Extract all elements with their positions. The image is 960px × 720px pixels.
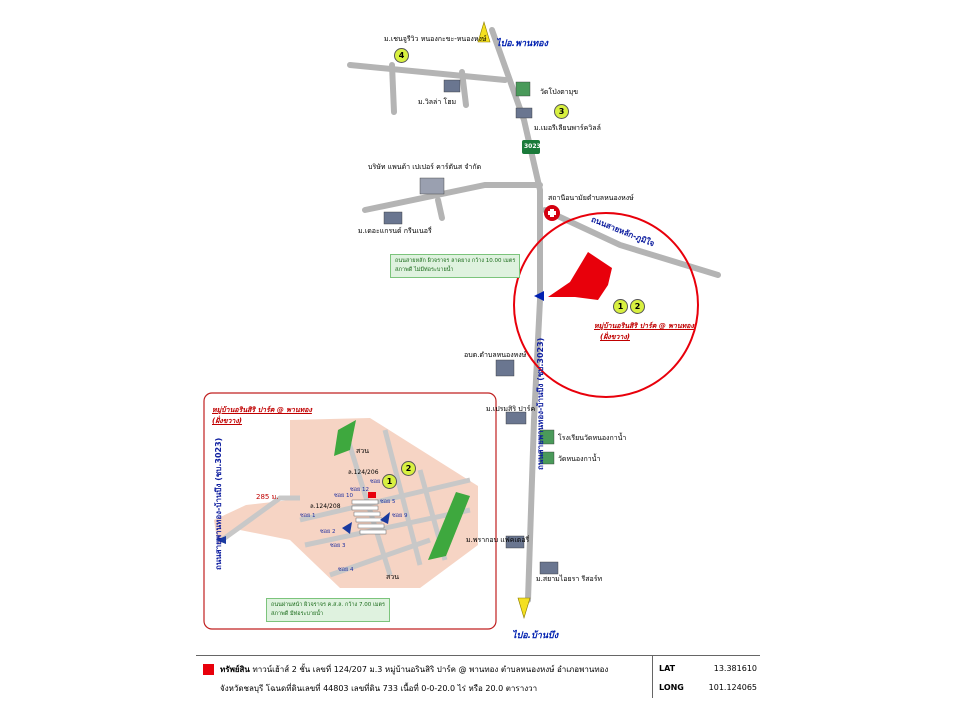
route-shield — [522, 140, 540, 154]
house-icons — [383, 79, 559, 575]
inset-zone: (ฝั่งขวาง) — [212, 417, 242, 425]
hospital-icon — [544, 205, 560, 221]
road-panda — [362, 182, 543, 213]
road-note-upper-line2: สภาพดี ไม่มีท่อระบายน้ำ — [395, 267, 454, 273]
road-chanuri — [389, 62, 397, 115]
road-note-upper: ถนนสายหลัก ผิวจราจร ลาดยาง กว้าง 10.00 เ… — [390, 254, 521, 278]
house-icon — [443, 79, 461, 93]
inset-badge-2: 2 — [401, 461, 416, 476]
road-greenery — [435, 197, 445, 221]
project-plot — [548, 252, 612, 300]
place-school: โรงเรียนวัดหนองกาน้ำ — [558, 434, 627, 442]
house-icon — [505, 411, 527, 425]
badge-4: 4 — [394, 48, 409, 63]
arrow-up-icon — [477, 20, 491, 43]
place-prem-sir-park: ม.เปรมสิริ ปาร์ค — [486, 405, 536, 413]
inset-arrows — [216, 512, 390, 544]
inset-soi-5: ซอย 5 — [380, 499, 396, 505]
lat-value: 13.381610 — [713, 664, 757, 673]
inset-road-note-line2: สภาพดี มีท่อระบายน้ำ — [271, 611, 324, 617]
direction-bottom: ไปอ.บ้านบึง — [512, 631, 559, 641]
inset-soi-11: ซอย 11 — [370, 479, 390, 485]
house-icon — [515, 107, 533, 119]
inset-soi-4: ซอย 4 — [338, 567, 354, 573]
road-network — [347, 27, 721, 603]
place-health-station: สถานีอนามัยตำบลหนองหงษ์ — [548, 194, 634, 202]
inset-soi-10: ซอย 10 — [334, 493, 354, 499]
inset-park-1 — [334, 420, 356, 456]
inset-road-label: ถนนสายพานทอง-บ้านบึง (ชบ.3023) — [214, 437, 223, 570]
footer-line1: ทรัพย์สิน ทาวน์เฮ้าส์ 2 ชั้น เลขที่ 124/… — [220, 663, 608, 676]
project-name: หมู่บ้านอรินสิริ ปาร์ค @ พานทอง — [594, 322, 694, 330]
house-icon — [495, 359, 515, 377]
lat-label: LAT — [659, 664, 676, 673]
long-value: 101.124065 — [708, 683, 757, 692]
place-chanuri-view: ม.เชนจูรีวิว หนองกะขะ-หนองหงษ์ — [384, 35, 487, 43]
road-villa — [459, 69, 469, 108]
highlight-circle — [513, 212, 699, 398]
inset-subject-unit — [368, 492, 376, 498]
road-top-left — [347, 62, 508, 83]
road-side — [542, 207, 721, 278]
place-grand-greenery: ม.เดอะแกรนด์ กรีนเนอรี่ — [358, 227, 432, 235]
place-pracha-factory: ม.พรากอบ แฟคเตอรี่ — [466, 536, 530, 544]
main-road-label: ถนนสายพานทอง-บ้านบึง (ชบ.3023) — [536, 337, 545, 470]
inset-badge-1: 1 — [382, 474, 397, 489]
inset-soi-12: ซอย 12 — [350, 487, 370, 493]
footer-line1-text: ทาวน์เฮ้าส์ 2 ชั้น เลขที่ 124/207 ม.3 หม… — [252, 665, 609, 674]
property-footer: ทรัพย์สิน ทาวน์เฮ้าส์ 2 ชั้น เลขที่ 124/… — [196, 655, 760, 698]
inset-title: หมู่บ้านอรินสิริ ปาร์ค @ พานทอง — [212, 406, 312, 414]
house-icon — [383, 211, 403, 225]
arrow-down-icon — [517, 597, 531, 620]
main-road-3023 — [489, 27, 543, 603]
inset-units — [351, 499, 387, 535]
inset-lot-1: ล.124/206 — [348, 469, 379, 476]
badge-2: 2 — [630, 299, 645, 314]
house-icon — [505, 535, 525, 549]
long-label: LONG — [659, 683, 684, 692]
place-obt: อบต.ตำบลหนองหงษ์ — [464, 351, 527, 359]
place-maori-park: ม.เมอรีเลียนพาร์ควิลล์ — [534, 124, 601, 132]
inset-soi-2: ซอย 2 — [320, 529, 336, 535]
inset-park-2 — [428, 492, 470, 560]
legend-marker — [203, 664, 214, 675]
coordinates-box: LAT 13.381610 LONG 101.124065 — [652, 656, 761, 698]
place-panda-company: บริษัท แพนด้า เปเปอร์ คาร์ตันส จำกัด — [368, 163, 482, 171]
badge-1: 1 — [613, 299, 628, 314]
house-icon — [515, 81, 531, 97]
footer-label: ทรัพย์สิน — [220, 665, 250, 674]
inset-road-note-line1: ถนนผ่านหน้า ผิวจราจร ค.ส.ล. กว้าง 7.00 เ… — [271, 602, 386, 608]
direction-top: ไปอ.พานทอง — [496, 39, 548, 49]
entrance-arrow-icon — [534, 291, 544, 301]
project-zone: (ฝั่งขวาง) — [600, 333, 630, 341]
house-icon — [539, 561, 559, 575]
inset-park-2-label: สวน — [386, 573, 399, 581]
inset-soi-3: ซอย 3 — [330, 543, 346, 549]
inset-soi-9: ซอย 9 — [392, 513, 408, 519]
house-icon — [539, 451, 555, 465]
place-wat-pong: วัดโป่งตามุข — [540, 88, 578, 96]
badge-3: 3 — [554, 104, 569, 119]
inset-soi-1: ซอย 1 — [300, 513, 316, 519]
inset-park-1-label: สวน — [356, 447, 369, 455]
place-siam-resort: ม.สยามไอยรา รีสอร์ท — [536, 575, 603, 583]
inset-lot-2: ล.124/208 — [310, 503, 341, 510]
place-villa-home: ม.วิลล่า โฮม — [418, 98, 457, 106]
house-icon — [539, 429, 555, 445]
house-icon — [419, 177, 445, 195]
road-note-upper-line1: ถนนสายหลัก ผิวจราจร ลาดยาง กว้าง 10.00 เ… — [395, 258, 516, 264]
inset-road-note: ถนนผ่านหน้า ผิวจราจร ค.ส.ล. กว้าง 7.00 เ… — [266, 598, 391, 622]
route-shield-label: 3023 — [524, 143, 541, 150]
inset-distance: 285 ม. — [256, 493, 279, 501]
place-wat-nong: วัดหนองกาน้ำ — [558, 455, 601, 463]
footer-line2: จังหวัดชลบุรี โฉนดที่ดินเลขที่ 44803 เลข… — [220, 684, 538, 693]
